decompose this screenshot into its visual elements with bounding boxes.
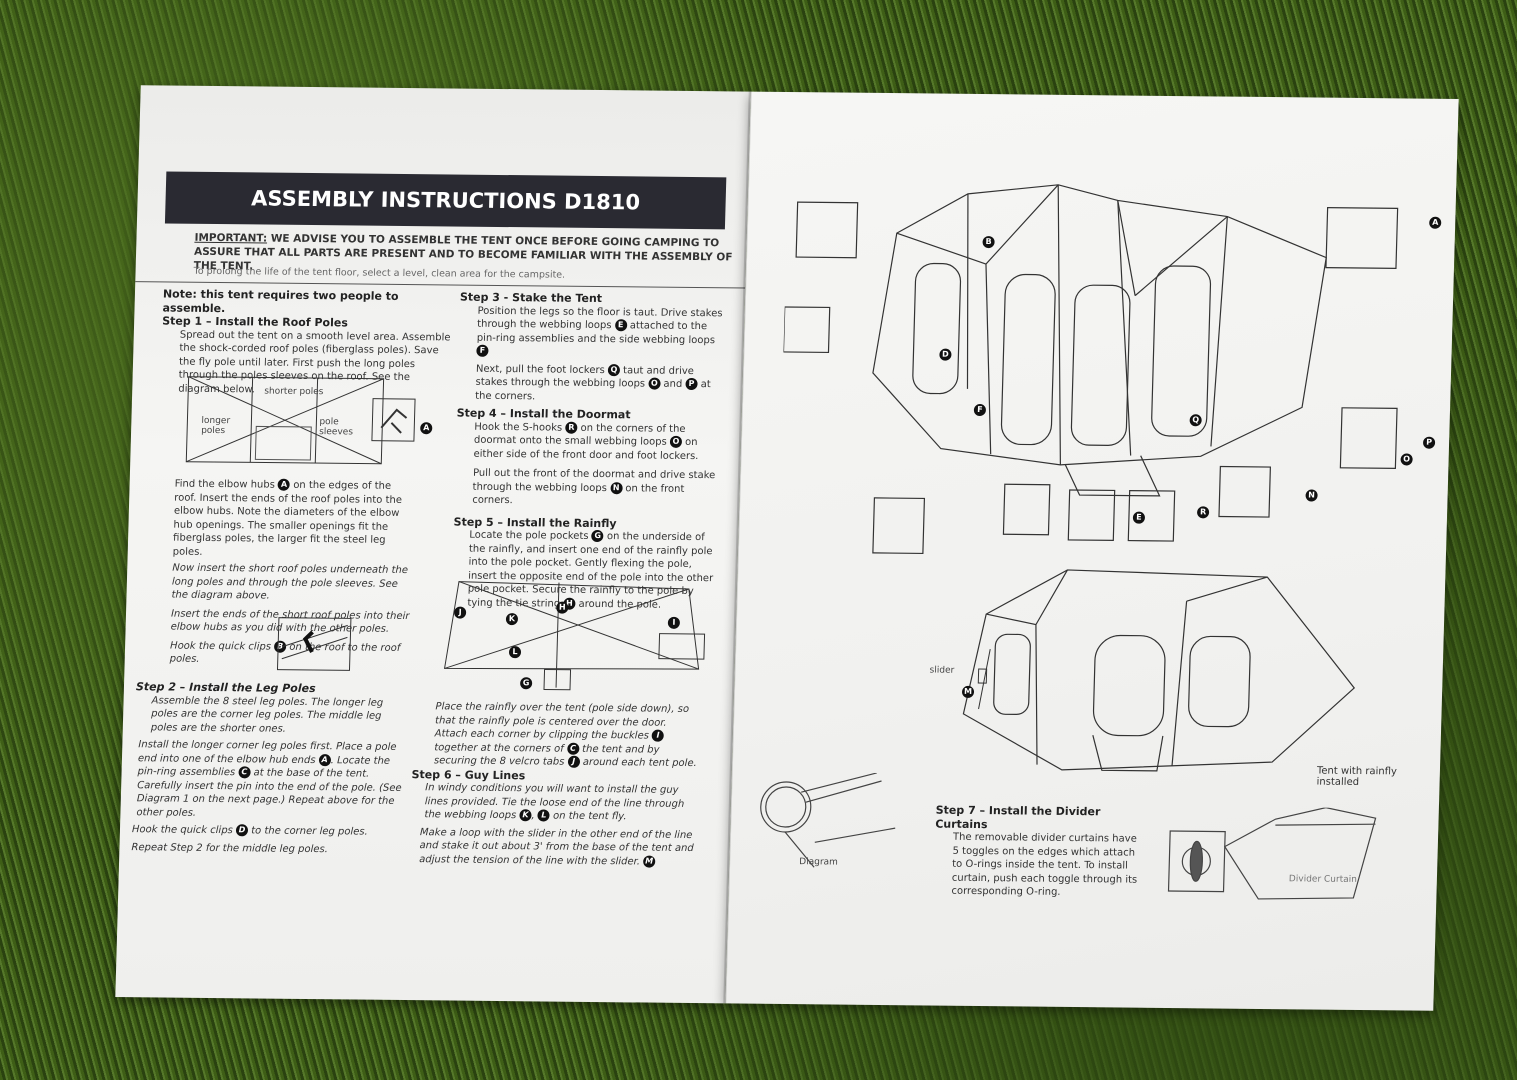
shorter-poles-label: shorter poles — [264, 386, 324, 398]
longer-poles-label: longer poles — [200, 415, 231, 437]
badge-o: O — [669, 435, 683, 448]
step5-6-block: Place the rainfly over the tent (pole si… — [409, 700, 699, 869]
badge-a: A — [318, 753, 331, 766]
step5-p2a: Place the rainfly over the tent (pole si… — [434, 701, 690, 742]
badge-o: O — [648, 377, 661, 390]
tent-with-rainfly-diagram — [962, 569, 1356, 772]
step5-p2b: together at the corners of — [434, 741, 564, 755]
badge-c: C — [566, 742, 580, 755]
step5-p1a: Locate the pole pockets — [469, 529, 589, 542]
divider-curtain-diagram — [1167, 807, 1377, 900]
callout-p: P — [1422, 436, 1436, 449]
badge-f: F — [476, 344, 489, 357]
badge-c: C — [238, 766, 251, 779]
rainfly-caption: Tent with rainfly installed — [1316, 765, 1398, 789]
step2-p3a: Hook the quick clips — [131, 824, 233, 837]
left-page: ASSEMBLY INSTRUCTIONS D1810 IMPORTANT: W… — [115, 85, 751, 1004]
divider-caption: Divider Curtain — [1288, 874, 1358, 885]
step7-p1: The removable divider curtains have 5 to… — [951, 831, 1138, 898]
note: Note: this tent requires two people to a… — [162, 287, 399, 315]
step5-p2d: around each tent pole. — [582, 756, 697, 770]
badge-g: G — [591, 529, 604, 543]
badge-i: I — [651, 729, 665, 742]
step2-block: Step 2 – Install the Leg Poles Assemble … — [131, 680, 406, 857]
badge-m: M — [643, 855, 656, 868]
step3-p2a: Next, pull the foot lockers — [475, 363, 605, 376]
step3-p2c: and — [663, 378, 683, 390]
badge-n: N — [609, 481, 623, 494]
guy-line-slider-icon — [977, 649, 991, 710]
instruction-sheet: ASSEMBLY INSTRUCTIONS D1810 IMPORTANT: W… — [115, 85, 1459, 1011]
step1-p5a: Hook the quick clips — [169, 640, 272, 653]
step2-p1: Assemble the 8 steel leg poles. The long… — [150, 694, 384, 735]
badge-a: A — [420, 422, 433, 435]
badge-j: J — [567, 755, 580, 768]
important-label: IMPORTANT: — [194, 231, 268, 245]
step3-5-block: Step 3 - Stake the Tent Position the leg… — [451, 291, 730, 613]
badge-d: D — [235, 824, 249, 837]
step1-p2a: Find the elbow hubs — [174, 478, 276, 491]
badge-k: K — [519, 809, 532, 822]
step7-block: Step 7 – Install the Divider Curtains Th… — [933, 804, 1146, 901]
tent-diagram — [782, 184, 1399, 555]
step2-p4: Repeat Step 2 for the middle leg poles. — [131, 841, 329, 855]
elbow-hub-icon — [371, 398, 416, 442]
banner-title: ASSEMBLY INSTRUCTIONS D1810 — [164, 171, 727, 230]
roof-pole-diagram — [185, 376, 385, 465]
pin-ring-diagram — [760, 772, 896, 868]
right-page: B A D F O P N R E Q slider M Tent with r… — [725, 91, 1459, 1011]
step7-title: Step 7 – Install the Divider Curtains — [935, 803, 1101, 831]
step1-p3: Now insert the short roof poles undernea… — [171, 562, 409, 602]
pole-sleeves-label: pole sleeves — [318, 417, 354, 438]
slider-label: slider — [929, 665, 955, 676]
callout-a: A — [1429, 216, 1442, 229]
badge-r: R — [565, 421, 578, 434]
badge-e: E — [614, 319, 627, 332]
badge-p: P — [685, 377, 698, 391]
step6-p1b: , — [531, 810, 535, 822]
badge-l: L — [537, 809, 551, 822]
callout-o: O — [1400, 453, 1413, 466]
diagram-caption: Diagram — [799, 857, 839, 868]
step2-p3b: to the corner leg poles. — [251, 825, 368, 838]
step6-p1c: on the tent fly. — [552, 810, 627, 823]
step4-p1a: Hook the S-hooks — [474, 421, 563, 434]
step1-p2b: on the edges of the roof. Insert the end… — [172, 479, 403, 558]
rainfly-diagram — [443, 581, 706, 691]
quick-clip-icon — [276, 617, 352, 671]
badge-a: A — [277, 478, 291, 491]
badge-q: Q — [607, 363, 621, 376]
